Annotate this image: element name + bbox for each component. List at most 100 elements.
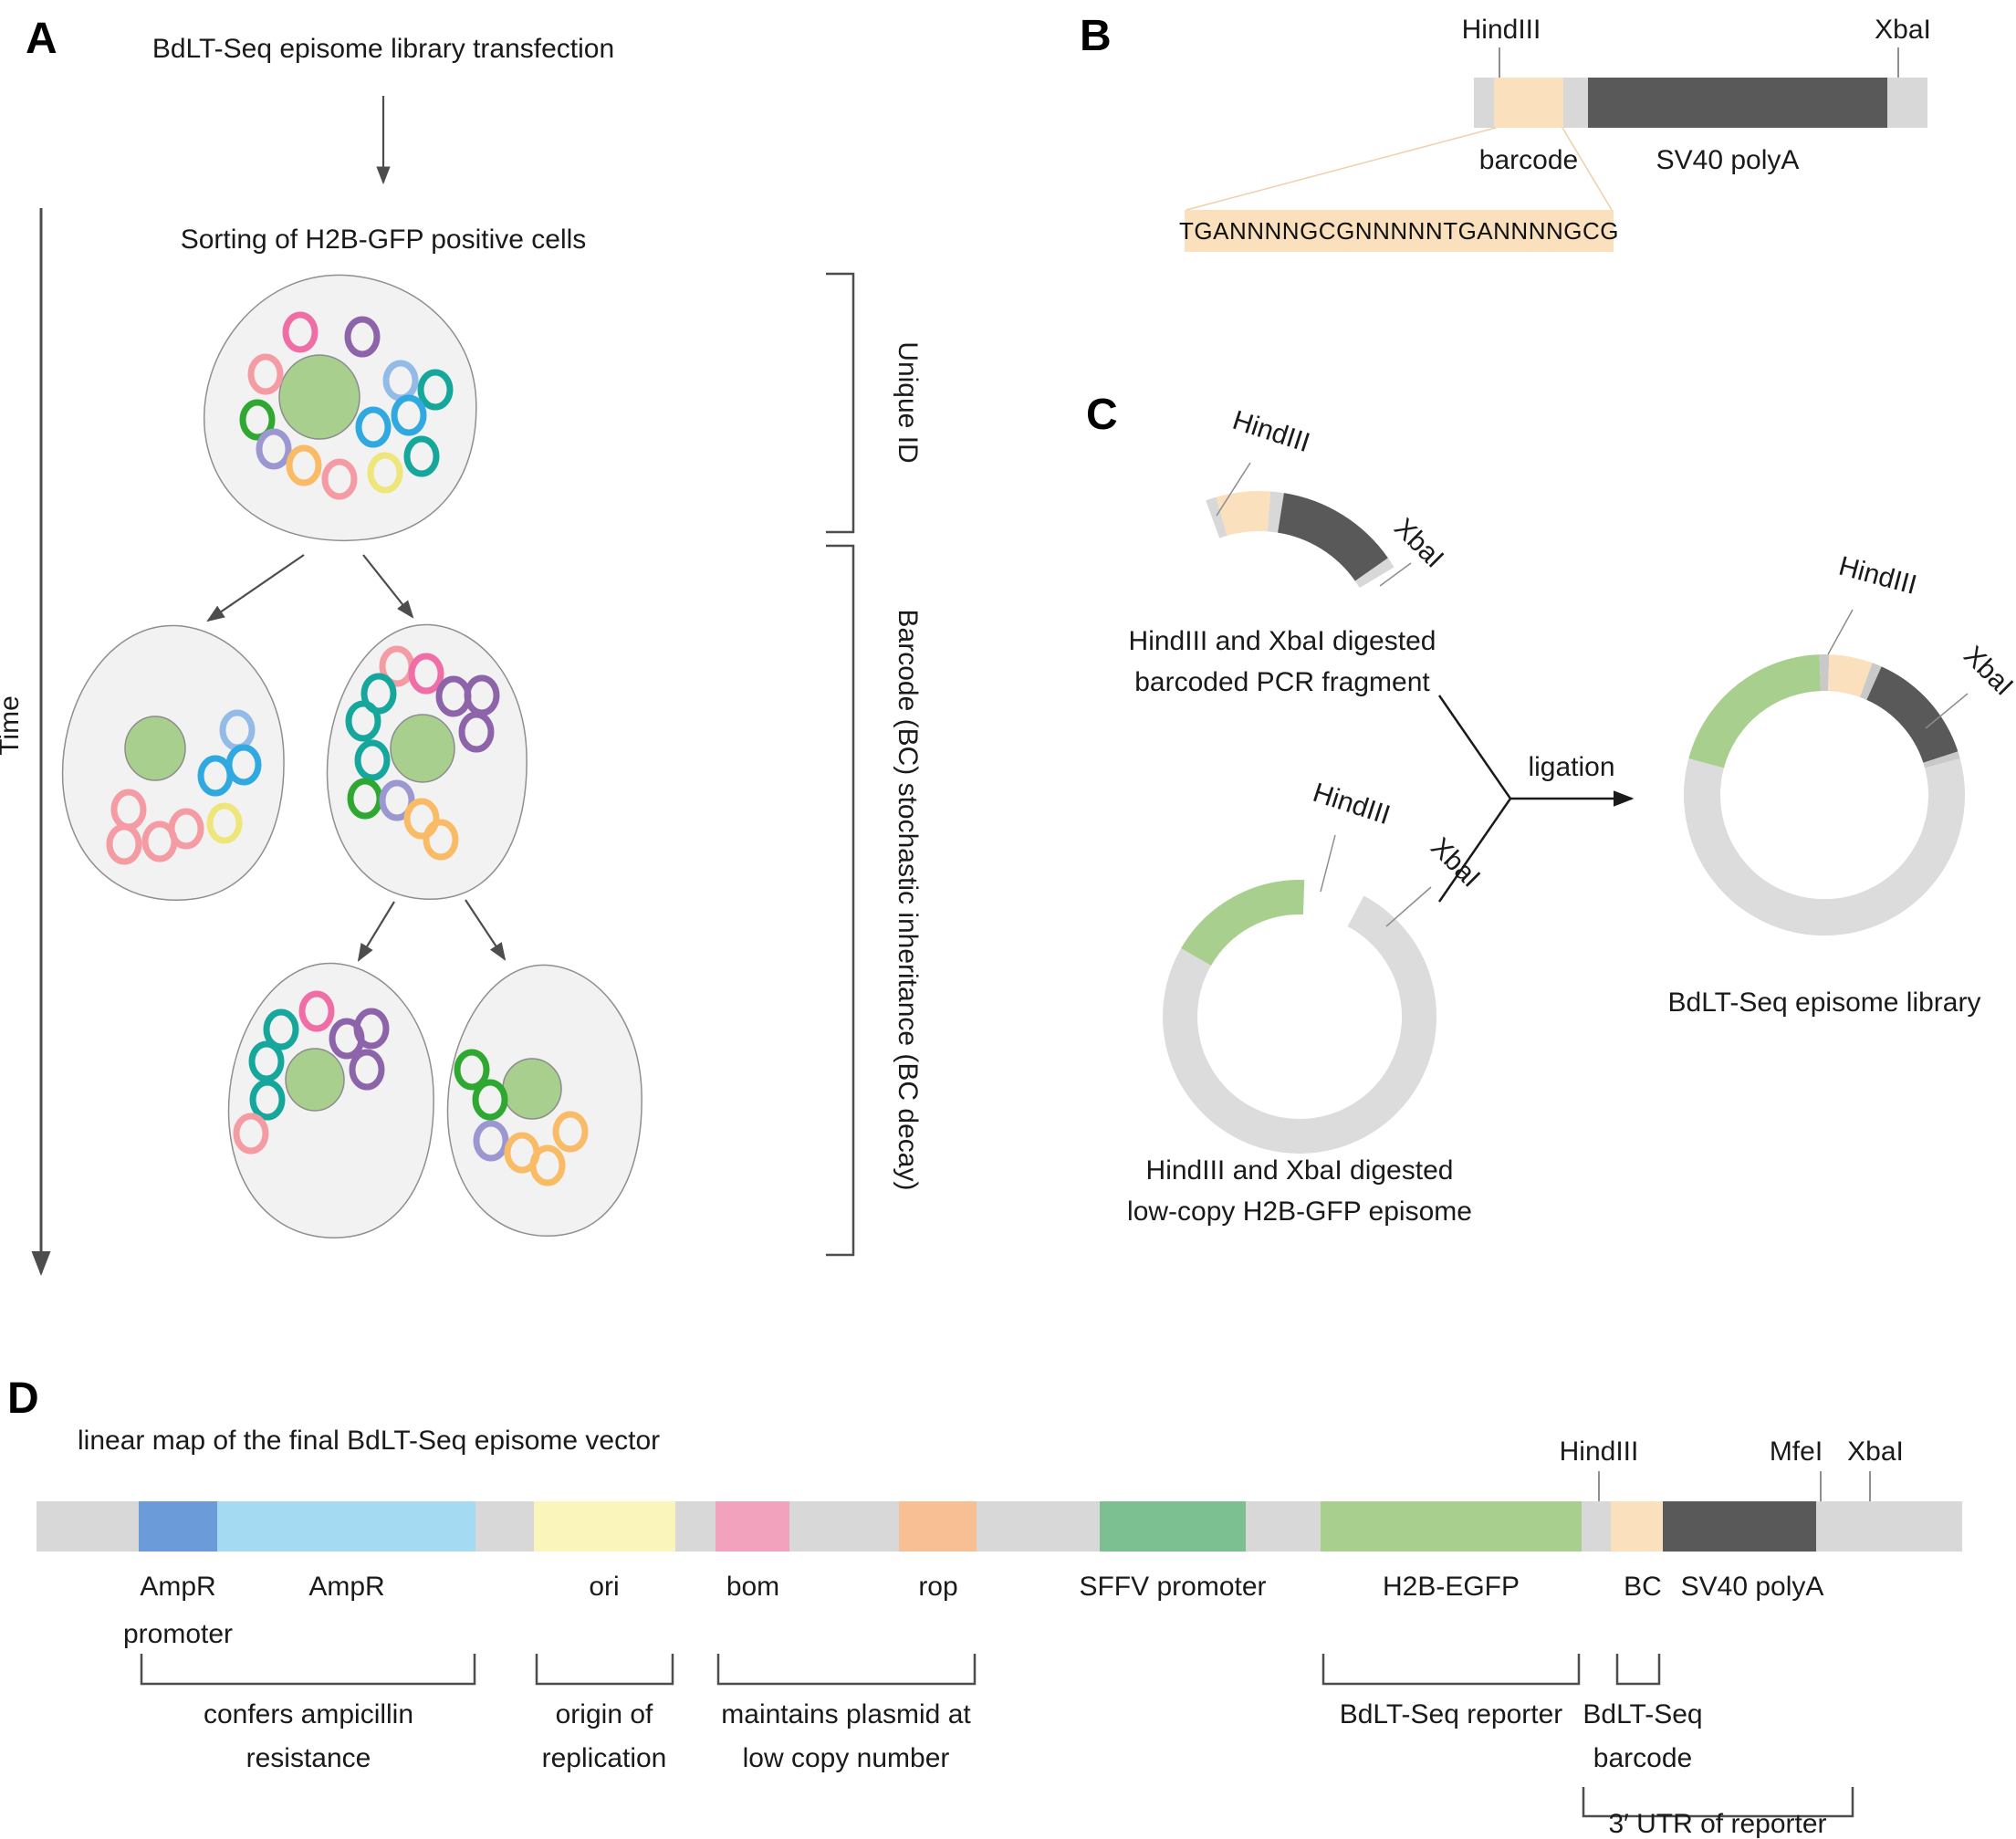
episome-ring	[423, 819, 459, 861]
sv40-polya-segment	[1663, 1501, 1816, 1552]
sv40-polya-label: SV40 polyA	[1656, 145, 1800, 175]
episome-ring	[106, 823, 142, 865]
fragment-caption-line1: HindIII and XbaI digested	[1129, 626, 1436, 656]
xbai-site-label: XbaI	[1388, 513, 1449, 574]
episome-ring	[256, 428, 292, 470]
episome-ring	[349, 1049, 385, 1091]
h2b-egfp-segment	[1321, 1501, 1582, 1552]
unique-id-label: Unique ID	[893, 341, 923, 463]
xbai-site-label: XbaI	[1958, 641, 2016, 702]
sffv-promoter-segment	[1100, 1501, 1246, 1552]
episome-ring	[472, 1079, 508, 1121]
panel-d: D linear map of the final BdLT-Seq episo…	[7, 1374, 1962, 1839]
utr-bracket	[1582, 1787, 1854, 1818]
episome-ring	[286, 444, 322, 486]
ampr-promoter-label-line2: promoter	[123, 1619, 233, 1649]
library-polya-segment	[1865, 666, 1959, 764]
episome-ring	[282, 311, 319, 353]
episome-library-circle	[1684, 654, 1965, 936]
episome-ring	[344, 316, 381, 358]
fragment-end-segment	[1206, 496, 1227, 538]
ampr-label: AmpR	[308, 1572, 384, 1602]
barcode-bracket	[1615, 1654, 1661, 1686]
library-junction-segment	[1859, 663, 1882, 700]
barcode-construct-bar	[1474, 78, 1927, 128]
library-junction-segment	[1923, 751, 1960, 768]
ori-bracket	[535, 1654, 674, 1686]
zoom-line	[1562, 127, 1613, 211]
ori-segment	[534, 1501, 675, 1552]
hindiii-site-label: HindIII	[1835, 551, 1919, 601]
nucleus	[278, 354, 360, 440]
episome-ring	[168, 808, 204, 850]
hindiii-leader-line	[1320, 834, 1336, 893]
episome-h2b-gfp-segment	[1181, 880, 1305, 967]
xbai-leader-line	[1385, 886, 1432, 927]
barcode-sequence-box	[1185, 210, 1614, 252]
panel-a: A BdLT-Seq episome library transfection …	[0, 15, 923, 1276]
panel-a-label: A	[26, 15, 57, 63]
fragment-end-segment	[1354, 558, 1394, 589]
nucleus	[285, 1048, 345, 1112]
episome-ring	[321, 458, 358, 500]
episome-ring	[454, 1049, 490, 1091]
inheritance-bracket	[826, 544, 855, 1257]
ampicillin-annotation-line1: confers ampicillin	[204, 1699, 413, 1729]
division-arrow-icon	[357, 901, 395, 962]
episome-backbone-segment	[1163, 895, 1437, 1154]
step-sorting-label: Sorting of H2B-GFP positive cells	[181, 225, 587, 255]
fragment-caption-line2: barcoded PCR fragment	[1134, 667, 1430, 697]
episome-ring	[458, 711, 495, 753]
episome-ring	[353, 1008, 390, 1050]
ampr-promoter-label-line1: AmpR	[140, 1572, 215, 1602]
ampr-promoter-segment	[139, 1501, 217, 1552]
division-arrow-icon	[362, 554, 414, 619]
nucleus	[502, 1058, 562, 1120]
library-backbone-segment	[1684, 758, 1965, 936]
episome-ring	[354, 739, 391, 781]
fragment-polya-segment	[1277, 493, 1388, 582]
low-copy-episome-circle	[1163, 880, 1437, 1154]
time-axis-label: Time	[0, 695, 25, 756]
ampicillin-bracket	[140, 1654, 476, 1686]
barcode-segment	[1494, 78, 1563, 128]
episome-ring	[417, 369, 454, 411]
sv40-polya-segment	[1588, 78, 1887, 128]
fragment-barcode-segment	[1216, 491, 1271, 537]
episome-ring	[367, 452, 403, 494]
ori-label: ori	[589, 1572, 619, 1602]
ampr-segment	[217, 1501, 475, 1552]
step-transfection-label: BdLT-Seq episome library transfection	[152, 34, 614, 64]
bom-label: bom	[726, 1572, 779, 1602]
episome-ring	[239, 399, 276, 441]
inheritance-label: Barcode (BC) stochastic inheritance (BC …	[893, 610, 923, 1191]
panel-c: C HindIII XbaI HindIII and XbaI digested…	[1086, 391, 2016, 1227]
low-copy-annotation-line2: low copy number	[743, 1743, 950, 1773]
ligation-branch-line	[1437, 798, 1512, 903]
episome-ring	[248, 1040, 285, 1082]
hindiii-site-label: HindIII	[1229, 405, 1314, 458]
bc-label: BC	[1624, 1572, 1662, 1602]
reporter-annotation: BdLT-Seq reporter	[1340, 1699, 1563, 1729]
episome-ring	[403, 435, 440, 477]
nucleus	[124, 716, 186, 781]
episome-ring	[391, 394, 427, 436]
episome-caption-line2: low-copy H2B-GFP episome	[1127, 1196, 1472, 1227]
panel-c-label: C	[1086, 391, 1118, 439]
mfei-site-label: MfeI	[1770, 1437, 1823, 1467]
episome-ring	[247, 353, 284, 395]
ligation-branch-line	[1437, 695, 1512, 799]
episome-ring	[379, 779, 415, 821]
h2b-egfp-label: H2B-EGFP	[1383, 1572, 1520, 1602]
barcode-annotation-line2: barcode	[1593, 1743, 1692, 1773]
ampicillin-annotation-line2: resistance	[246, 1743, 371, 1773]
division-arrow-icon	[206, 554, 305, 622]
barcode-sequence: TGANNNNGCGNNNNNTGANNNNGCG	[1179, 217, 1619, 245]
cell-generation3-left	[229, 963, 434, 1238]
low-copy-bracket	[716, 1654, 977, 1686]
episome-caption-line1: HindIII and XbaI digested	[1146, 1155, 1454, 1186]
episome-ring	[552, 1111, 589, 1153]
barcode-label: barcode	[1479, 145, 1578, 175]
cell-generation3-right	[447, 965, 642, 1236]
hindiii-site-label: HindIII	[1560, 1437, 1639, 1467]
